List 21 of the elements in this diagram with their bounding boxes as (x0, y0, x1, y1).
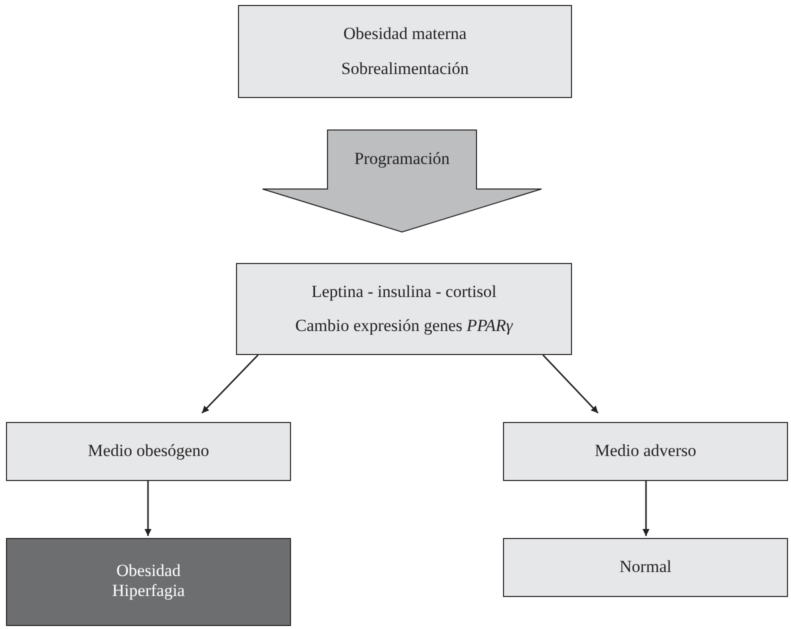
node-text: Medio adverso (594, 441, 696, 462)
outcome-box (6, 538, 291, 626)
block-arrow (262, 130, 542, 233)
node-text: Cambio expresión genes PPARγ (295, 316, 513, 336)
process-box (503, 422, 788, 481)
node-text: Obesidad materna (343, 24, 467, 44)
process-box (238, 5, 572, 98)
arrow (201, 354, 259, 414)
node-text: Obesidad (116, 561, 181, 582)
process-box (6, 422, 291, 481)
edge-label: Programación (354, 148, 450, 170)
arrow (144, 481, 152, 536)
arrow (642, 481, 650, 536)
node-text: Leptina - insulina - cortisol (311, 282, 497, 302)
node-text: Normal (620, 557, 672, 578)
process-box (503, 538, 788, 597)
process-box (236, 263, 572, 355)
node-text: Hiperfagia (112, 581, 185, 602)
arrow (542, 354, 599, 414)
node-text: Sobrealimentación (341, 58, 469, 79)
node-text: Medio obesógeno (88, 441, 210, 462)
